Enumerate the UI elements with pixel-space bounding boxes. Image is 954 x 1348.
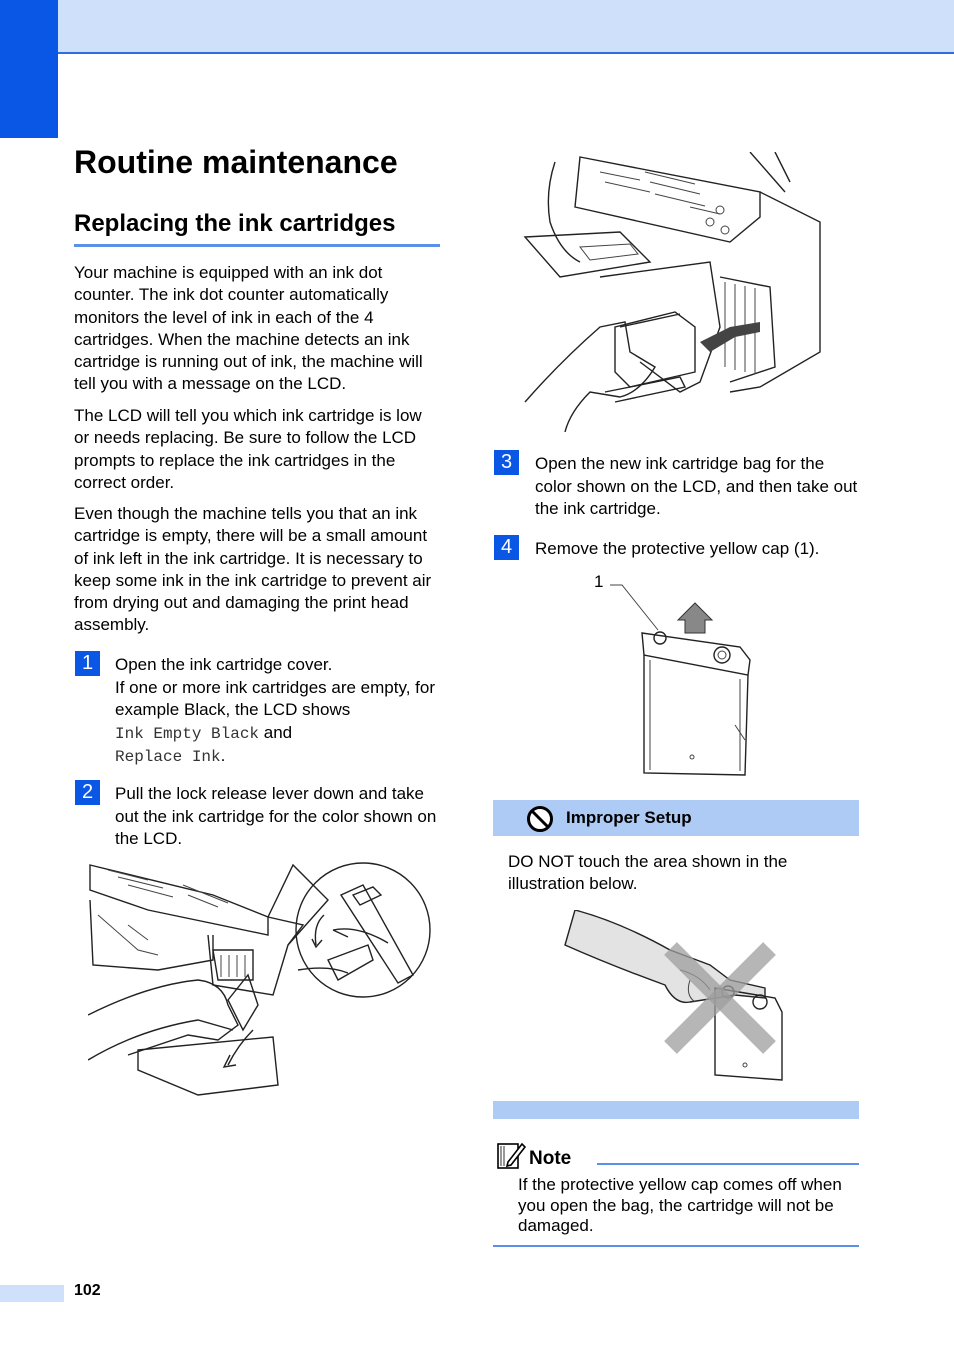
improper-setup-label: Improper Setup (566, 808, 692, 827)
improper-setup-footer (493, 1101, 859, 1119)
intro-paragraph-3: Even though the machine tells you that a… (74, 504, 432, 635)
improper-setup-text: DO NOT touch the area shown in the illus… (508, 852, 788, 894)
improper-setup-header (493, 800, 859, 836)
lock-lever-illustration (88, 862, 431, 1096)
note-rule (597, 1163, 859, 1165)
cartridge-cap-illustration (610, 584, 751, 776)
step-2-text: Pull the lock release lever down and tak… (115, 784, 437, 848)
step-2-number: 2 (75, 780, 100, 805)
page-number-band (0, 1285, 64, 1302)
intro-paragraph-1: Your machine is equipped with an ink dot… (74, 263, 423, 394)
step-1-line1: Open the ink cartridge cover. (115, 655, 333, 674)
prohibited-icon (527, 806, 553, 832)
step-1-period: . (220, 746, 226, 765)
step-1-line2: If one or more ink cartridges are empty,… (115, 677, 435, 720)
intro-paragraph-2: The LCD will tell you which ink cartridg… (74, 406, 422, 492)
prohibition-x-mark (664, 942, 776, 1054)
step-3-text: Open the new ink cartridge bag for the c… (535, 454, 858, 518)
step-1-text: Open the ink cartridge cover. If one or … (115, 654, 445, 769)
note-label: Note (529, 1148, 572, 1169)
callout-number-1: 1 (594, 572, 604, 591)
section-title: Replacing the ink cartridges (74, 210, 440, 247)
chapter-title: Routine maintenance (74, 144, 398, 180)
note-pencil-icon (497, 1142, 526, 1169)
header-band (0, 0, 954, 54)
do-not-touch-illustration (564, 910, 783, 1081)
page-number: 102 (74, 1282, 101, 1299)
step-1-and: and (263, 722, 293, 742)
step-1-number: 1 (75, 651, 100, 676)
remove-cartridge-illustration (523, 152, 821, 433)
lcd-message-ink-empty: Ink Empty Black (115, 724, 260, 743)
note-bottom-rule (493, 1245, 859, 1247)
note-text: If the protective yellow cap comes off w… (518, 1175, 842, 1235)
lcd-message-replace-ink: Replace Ink (115, 748, 221, 766)
step-4-text: Remove the protective yellow cap (1). (535, 539, 820, 558)
chapter-tab (0, 0, 58, 138)
step-4-number: 4 (494, 535, 519, 560)
step-3-number: 3 (494, 450, 519, 475)
